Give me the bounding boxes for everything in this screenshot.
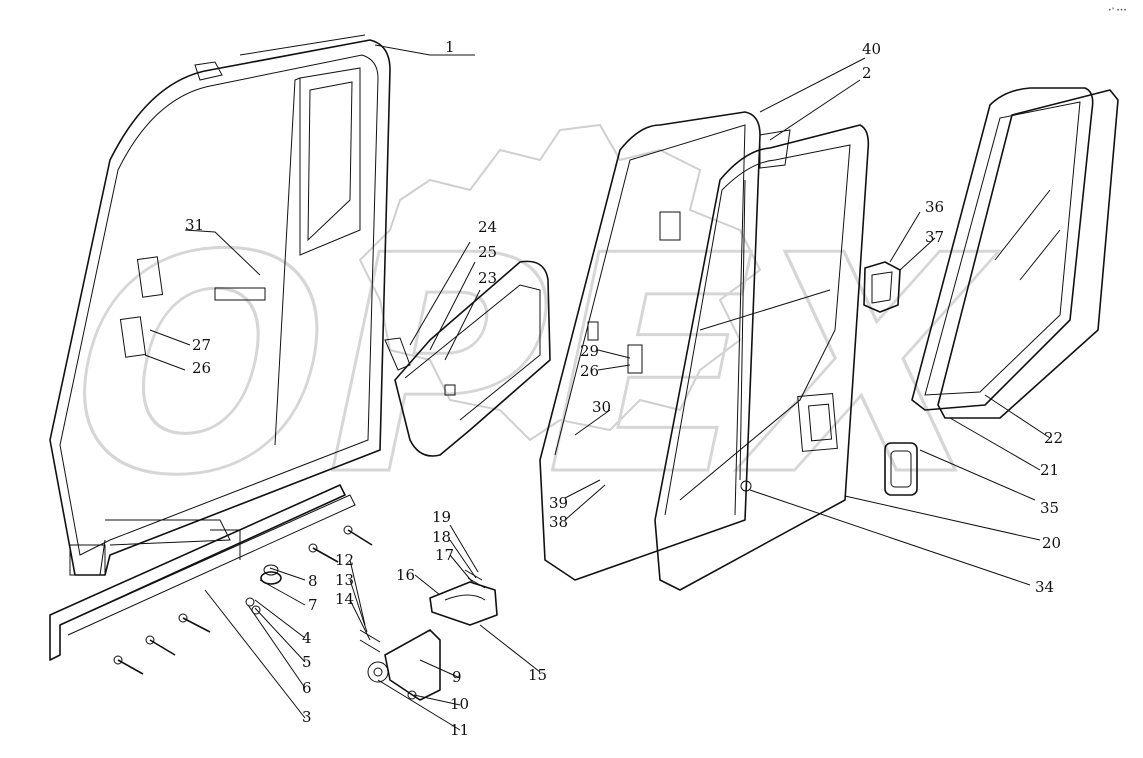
hinge-assembly [367,629,441,701]
callout-40: 40 [862,40,881,58]
callout-24: 24 [478,218,497,236]
callout-39: 39 [549,494,568,512]
armrest-panel [384,260,551,457]
callout-13: 13 [335,571,354,589]
watermark: OPEX [33,123,1022,543]
callout-31: 31 [185,216,204,234]
callout-20: 20 [1042,534,1061,552]
callout-27: 27 [192,336,211,354]
callout-30: 30 [592,398,611,416]
callout-16: 16 [396,566,415,584]
bolts [113,525,486,675]
callout-10: 10 [450,695,469,713]
door-frame-left [49,34,391,576]
callout-26-left: 26 [192,359,211,377]
door-handle [884,442,918,496]
callout-9: 9 [452,668,462,686]
callout-29: 29 [580,342,599,360]
catch-bracket [429,581,498,626]
callout-6: 6 [302,679,312,697]
callout-11: 11 [450,721,469,739]
stopper-knob [260,564,282,585]
callout-18: 18 [432,528,451,546]
callout-15: 15 [528,666,547,684]
watermark-text: OPEX [35,191,1021,541]
callout-5: 5 [302,653,312,671]
callout-8: 8 [308,572,318,590]
window-glass [911,87,1119,419]
callout-23: 23 [478,269,497,287]
callout-21: 21 [1040,461,1059,479]
callout-22: 22 [1044,429,1063,447]
callout-3: 3 [302,708,312,726]
callout-37: 37 [925,228,944,246]
callout-labels: 1 40 2 31 24 25 23 27 26 36 37 29 26 30 … [185,38,1063,739]
callout-34: 34 [1035,578,1054,596]
callout-7: 7 [308,596,318,614]
sill-strip [49,484,356,661]
door-lock [863,261,901,313]
callout-26-mid: 26 [580,362,599,380]
corner-mark: •" ••• [1108,7,1127,14]
callout-17: 17 [435,546,454,564]
callout-35: 35 [1040,499,1059,517]
callout-1: 1 [445,38,455,56]
callout-4: 4 [302,629,312,647]
callout-12: 12 [335,551,354,569]
callout-38: 38 [549,513,568,531]
door-main [539,111,870,591]
callout-14: 14 [335,590,354,608]
callout-2: 2 [862,64,872,82]
callout-19: 19 [432,508,451,526]
hinge-left [119,256,266,358]
callout-36: 36 [925,198,944,216]
leader-lines [144,44,1051,731]
callout-25: 25 [478,243,497,261]
